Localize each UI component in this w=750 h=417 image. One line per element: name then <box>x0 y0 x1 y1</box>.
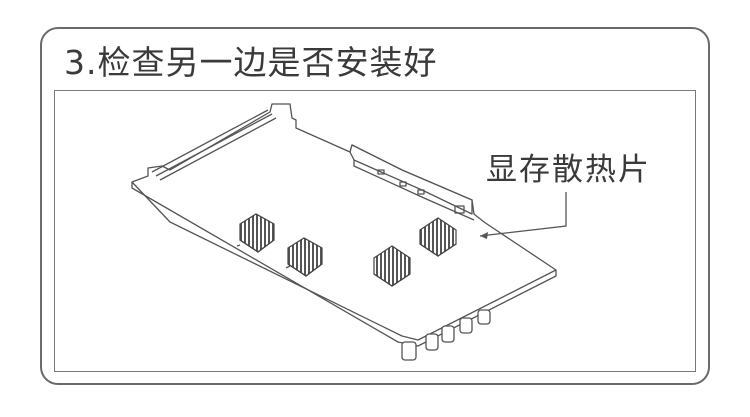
graphics-card-icon <box>131 103 557 361</box>
callout-leader <box>479 192 567 237</box>
callout-arrowhead <box>480 232 488 239</box>
heatsink-icon <box>373 245 411 287</box>
callout-label-vram-heatsink: 显存散热片 <box>486 152 651 188</box>
heatsink-icon <box>239 213 275 253</box>
step-title: 3.检查另一边是否安装好 <box>64 43 438 82</box>
diagram-frame <box>54 90 696 372</box>
heatsink-icon <box>287 237 323 277</box>
heatsink-icon <box>419 217 457 257</box>
